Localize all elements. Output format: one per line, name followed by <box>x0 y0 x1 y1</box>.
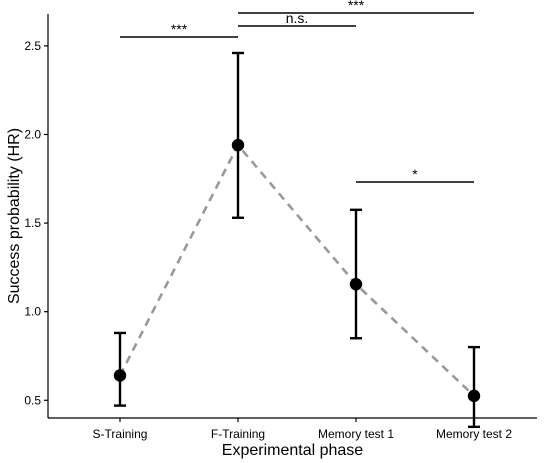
significance-label: *** <box>348 0 365 13</box>
y-tick-label: 2.5 <box>24 39 41 53</box>
y-tick-label: 2.0 <box>24 127 41 141</box>
error-bar <box>114 331 126 407</box>
significance-bracket: * <box>356 166 474 183</box>
data-point <box>467 389 481 403</box>
significance-brackets: ***n.s.**** <box>120 0 474 183</box>
significance-label: * <box>412 166 418 182</box>
data-point <box>113 369 127 382</box>
x-ticks: S-Training F-Training Memory test 1 Memory … <box>93 418 512 441</box>
error-bars <box>114 51 480 429</box>
data-point <box>349 278 363 291</box>
significance-label: n.s. <box>286 10 309 26</box>
significance-bracket: n.s. <box>238 10 356 27</box>
error-bar <box>350 208 362 340</box>
y-ticks: 0.5 1.0 1.5 2.0 2.5 <box>24 39 48 407</box>
connector-line <box>118 142 475 397</box>
significance-label: *** <box>171 21 188 37</box>
data-point <box>231 138 245 152</box>
error-bar <box>468 345 480 429</box>
x-tick-label: Memory test 2 <box>436 427 512 441</box>
y-axis-title: Success probability (HR) <box>6 128 23 304</box>
significance-bracket: *** <box>120 21 238 38</box>
error-bar <box>232 51 244 219</box>
y-tick-label: 1.0 <box>24 305 41 319</box>
x-tick-label: Memory test 1 <box>318 427 394 441</box>
axes <box>47 14 537 419</box>
x-tick-label: F-Training <box>211 427 265 441</box>
x-axis-title: Experimental phase <box>222 442 364 459</box>
y-tick-label: 0.5 <box>24 393 41 407</box>
significance-bracket: *** <box>238 0 474 14</box>
data-points <box>113 138 481 403</box>
x-tick-label: S-Training <box>93 427 148 441</box>
y-tick-label: 1.5 <box>24 216 41 230</box>
